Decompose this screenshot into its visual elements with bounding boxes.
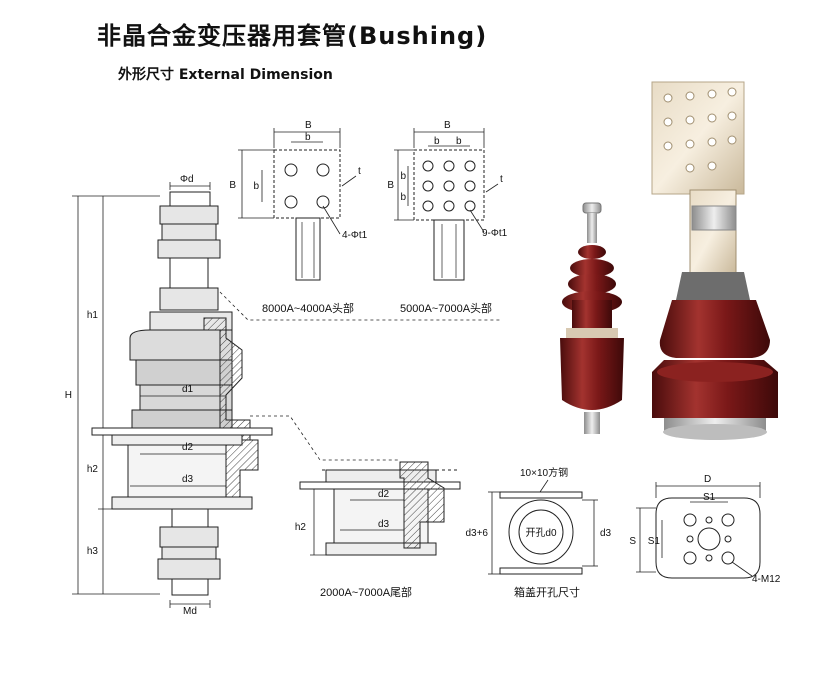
cover-hole: 开孔d0 <box>525 527 557 539</box>
head-8000-t: t <box>358 166 361 177</box>
head-5000-b-left1: b <box>400 171 406 182</box>
page-title: 非晶合金变压器用套管(Bushing) <box>97 22 488 50</box>
head-8000-b-left: b <box>253 181 259 192</box>
tail-d2: d2 <box>378 489 390 500</box>
dim-h1: h1 <box>87 310 99 321</box>
dim-d3: d3 <box>182 474 194 485</box>
tail-h2: h2 <box>295 522 307 533</box>
head-5000-B-top: B <box>444 120 451 131</box>
dim-d2: d2 <box>182 442 194 453</box>
cover-hole-drawing: 10×10方钢 开孔d0 d3+6 d3 箱盖开孔尺寸 <box>465 466 611 599</box>
head-5000-t: t <box>500 174 503 185</box>
dim-h3: h3 <box>87 546 99 557</box>
flange-holes: 4-M12 <box>752 574 781 585</box>
flange-S1-top: S1 <box>703 492 716 503</box>
flange-S: S <box>629 536 636 547</box>
tail-drawing: h2 d2 d3 2000A~7000A尾部 <box>295 461 461 599</box>
head-5000-b-left2: b <box>400 192 406 203</box>
dim-bottom-dia: Md <box>183 606 197 617</box>
head-8000-holes: 4-Φt1 <box>342 230 368 241</box>
flange-drawing: D S1 S S1 4-M12 <box>629 474 780 585</box>
small-bushing-photo <box>560 202 624 434</box>
head-5000-holes: 9-Φt1 <box>482 228 508 239</box>
page-subtitle: 外形尺寸 External Dimension <box>118 67 333 83</box>
head-8000-B-top: B <box>305 120 312 131</box>
dim-h2: h2 <box>87 464 99 475</box>
flange-D: D <box>704 474 711 485</box>
tail-d3: d3 <box>378 519 390 530</box>
head-5000-b-top2: b <box>456 136 462 147</box>
dim-overall-height: H <box>65 390 72 401</box>
cover-right-dim: d3 <box>600 528 612 539</box>
large-bushing-photo <box>651 81 778 440</box>
cover-caption: 箱盖开孔尺寸 <box>514 585 580 599</box>
head-5000-B-left: B <box>387 180 394 191</box>
cover-left-dim: d3+6 <box>465 528 488 539</box>
head-8000-B-left: B <box>229 180 236 191</box>
head-5000-drawing: B b b B b b t 9-Φt1 5000A~7000A头部 <box>387 120 507 315</box>
tail-caption: 2000A~7000A尾部 <box>320 585 412 599</box>
main-bushing-drawing: Φd H h1 h2 h3 d1 d2 d3 Md <box>65 174 500 617</box>
head-5000-b-top1: b <box>434 136 440 147</box>
head-8000-b-top: b <box>305 132 311 143</box>
head-5000-caption: 5000A~7000A头部 <box>400 301 492 315</box>
cover-steel: 10×10方钢 <box>520 466 568 479</box>
head-8000-caption: 8000A~4000A头部 <box>262 301 354 315</box>
dim-d1: d1 <box>182 384 194 395</box>
flange-S1-left: S1 <box>648 536 661 547</box>
dim-top-dia: Φd <box>180 174 194 185</box>
head-8000-drawing: B b B b t 4-Φt1 8000A~4000A头部 <box>229 120 367 315</box>
